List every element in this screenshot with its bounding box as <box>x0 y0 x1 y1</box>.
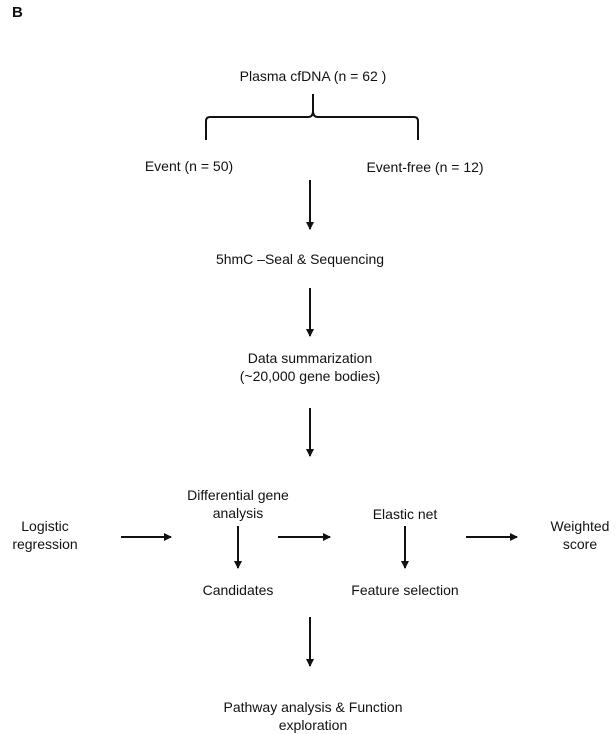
panel-label: B <box>12 4 23 21</box>
node-feature-selection: Feature selection <box>330 581 480 599</box>
node-weighted-score-line2: score <box>562 536 598 552</box>
node-event: Event (n = 50) <box>124 157 254 175</box>
node-5hmc-seal: 5hmC –Seal & Sequencing <box>190 250 410 268</box>
node-elastic-net: Elastic net <box>345 505 465 523</box>
node-feature-selection-label: Feature selection <box>351 582 459 598</box>
node-data-summarization-line2: (~20,000 gene bodies) <box>239 368 381 384</box>
node-pathway-analysis-line1: Pathway analysis & Function <box>223 699 403 715</box>
node-logistic-regression-line2: regression <box>12 536 78 552</box>
node-pathway-analysis-line2: exploration <box>278 717 348 733</box>
node-differential-gene-analysis-line2: analysis <box>212 505 264 521</box>
node-candidates-label: Candidates <box>202 582 274 598</box>
node-pathway-analysis: Pathway analysis & Function exploration <box>193 698 433 734</box>
node-data-summarization: Data summarization (~20,000 gene bodies) <box>200 349 420 385</box>
node-event-free-label: Event-free (n = 12) <box>366 159 484 175</box>
split-bracket <box>205 94 419 140</box>
node-data-summarization-line1: Data summarization <box>247 350 373 366</box>
node-event-label: Event (n = 50) <box>144 158 234 174</box>
node-differential-gene-analysis: Differential gene analysis <box>168 486 308 522</box>
node-5hmc-seal-label: 5hmC –Seal & Sequencing <box>215 251 385 267</box>
node-candidates: Candidates <box>178 581 298 599</box>
node-plasma-cfdna-label: Plasma cfDNA (n = 62 ) <box>239 68 387 84</box>
node-plasma-cfdna: Plasma cfDNA (n = 62 ) <box>213 67 413 85</box>
node-weighted-score-line1: Weighted <box>550 518 610 534</box>
node-weighted-score: Weighted score <box>540 517 616 553</box>
node-event-free: Event-free (n = 12) <box>350 158 500 176</box>
node-logistic-regression: Logistic regression <box>0 517 90 553</box>
node-logistic-regression-line1: Logistic <box>21 518 69 534</box>
node-differential-gene-analysis-line1: Differential gene <box>187 487 289 503</box>
node-elastic-net-label: Elastic net <box>372 506 438 522</box>
